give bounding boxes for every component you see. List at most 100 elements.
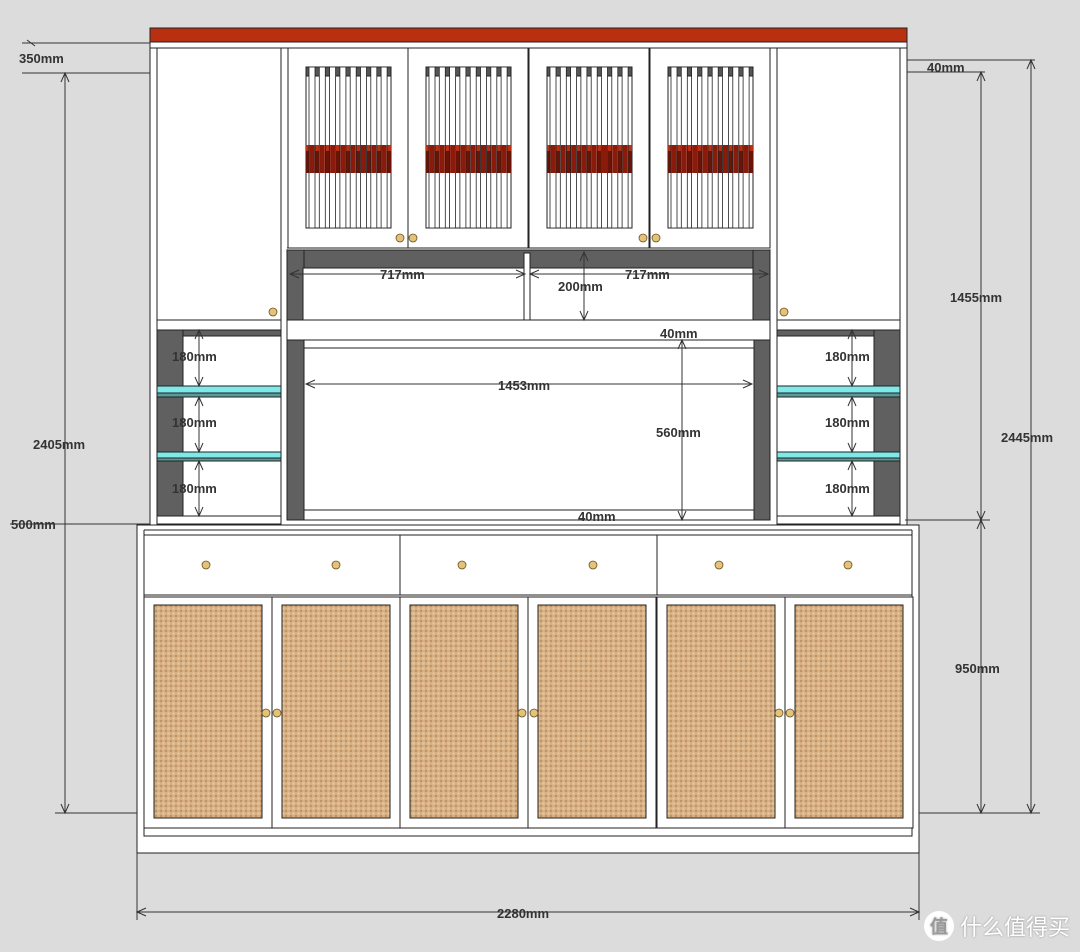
rod-band [547,145,632,151]
open-niche [303,339,755,511]
dim-gap-height: 200mm [558,279,603,294]
rattan-doors [143,596,914,829]
dim-shelf-left-3: 180mm [172,481,217,496]
left-tall-door[interactable] [156,47,282,321]
handle-icon [201,560,211,570]
top-cap [149,27,908,43]
rod-band [681,145,687,173]
handle-icon [272,708,282,718]
rod-band [330,145,336,173]
rod-top-rail [546,66,633,77]
rod-band [491,145,497,173]
rattan-panel [537,604,647,819]
dim-shelf-right-2: 180mm [825,415,870,430]
drawers [143,534,913,596]
dim-shelf-right-1: 180mm [825,349,870,364]
dim-bay-right: 717mm [625,267,670,282]
dim-counter-board: 40mm [578,509,616,524]
rod-band [439,145,445,173]
dim-depth-bottom: 500mm [11,517,56,532]
dim-top-board: 40mm [927,60,965,75]
rod-band [550,145,556,173]
rod-band [381,145,387,173]
rod-band [319,145,325,173]
handle-icon [779,307,789,317]
glass-shelf [156,385,282,394]
rod-band [371,145,377,173]
center-post [523,252,531,321]
glass-shelf [156,451,282,459]
rod-band [733,145,739,173]
handle-icon [774,708,784,718]
dimension-lines [10,39,1040,920]
rod-band [426,145,511,151]
dim-total-width: 2280mm [497,906,550,921]
rod-band [470,145,476,173]
rod-band [743,145,749,173]
handle-icon [517,708,527,718]
handle-icon [268,307,278,317]
dim-total-height-right: 2445mm [1001,430,1054,445]
glass-doors [287,47,771,249]
handle-icon [529,708,539,718]
dim-open-width: 1453mm [498,378,551,393]
handle-icon [588,560,598,570]
lower-cabinet [136,524,920,854]
dim-open-height: 560mm [656,425,701,440]
watermark-logo-icon: 值 [923,911,954,941]
rod-band [350,145,356,173]
rod-band [692,145,698,173]
rod-band [622,145,628,173]
rod-band [591,145,597,173]
rod-top-rail [305,66,392,77]
rattan-panel [409,604,519,819]
rod-band [668,151,753,173]
drawer[interactable] [143,534,401,596]
rod-band [306,151,391,173]
drawer[interactable] [656,534,913,596]
dim-shelf-right-3: 180mm [825,481,870,496]
handle-icon [331,560,341,570]
rod-band [602,145,607,173]
handle-icon [651,233,661,243]
rod-band [426,151,511,173]
rattan-panel [666,604,776,819]
rod-band [450,145,456,173]
rod-top-rail [425,66,512,77]
rod-band [712,145,718,173]
handle-icon [785,708,795,718]
rod-band [361,145,366,173]
rod-band [481,145,486,173]
rod-band [547,151,632,173]
rod-top-rail [667,66,754,77]
rod-band [581,145,587,173]
dim-depth-top: 350mm [19,51,64,66]
watermark-text: 什么值得买 [959,916,1070,941]
counter-board [303,509,755,521]
handle-icon [714,560,724,570]
drawer[interactable] [399,534,658,596]
glass-shelf [776,385,901,394]
right-tall-door[interactable] [776,47,901,321]
rod-band [702,145,708,173]
rod-band [571,145,577,173]
rod-band [501,145,507,173]
rod-band [612,145,618,173]
dim-lower-height: 950mm [955,661,1000,676]
rod-band [306,145,391,151]
glass-shelf [776,451,901,459]
dim-shelf-left-2: 180mm [172,415,217,430]
rod-band [668,145,753,151]
rattan-panel [281,604,391,819]
handle-icon [457,560,467,570]
dim-total-height-left: 2405mm [33,437,86,452]
watermark: 值 什么值得买 [923,910,1070,942]
rod-band [460,145,466,173]
dim-mid-board: 40mm [660,326,698,341]
handle-icon [638,233,648,243]
upper-hutch [149,27,908,526]
handle-icon [843,560,853,570]
rattan-panel [794,604,904,819]
dim-shelf-left-1: 180mm [172,349,217,364]
